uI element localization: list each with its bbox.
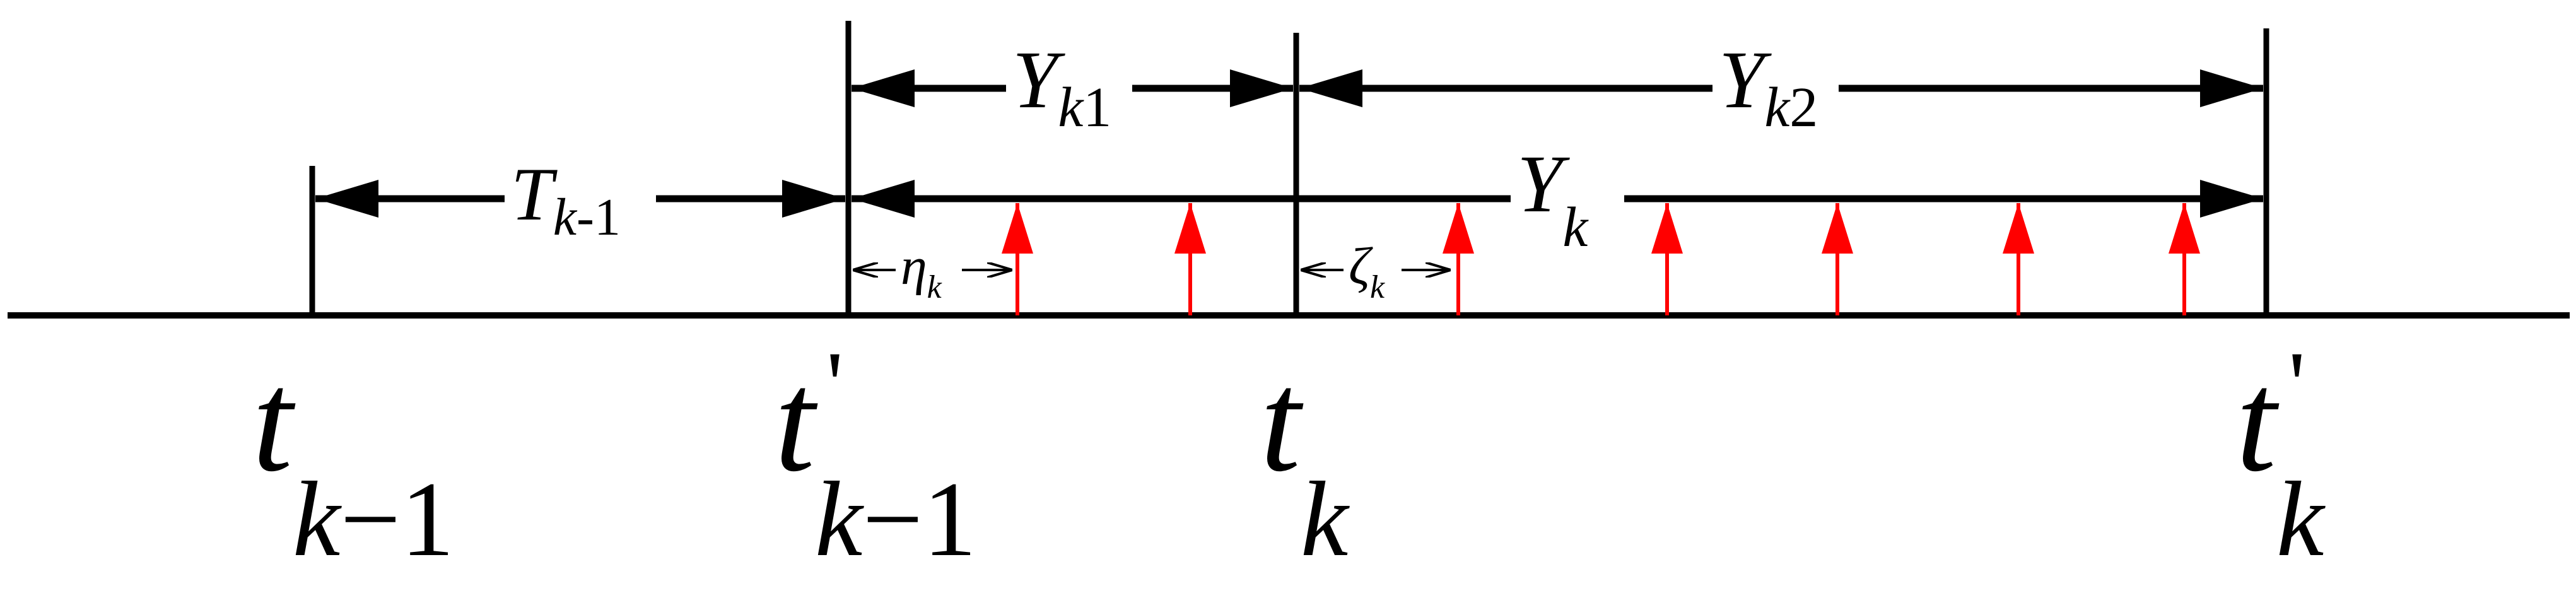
prime-mark-k: ' — [2288, 332, 2305, 437]
tick-label-t-k-1: tk−1 — [252, 341, 454, 578]
label-zeta-k: ζk — [1349, 237, 1385, 305]
tick-label-t-k: tk — [1260, 341, 1350, 578]
label-eta-k: ηk — [901, 237, 942, 305]
label-Y-k1: Yk1 — [1012, 35, 1111, 139]
tick-label-t-prime-k-1: tk−1 — [775, 341, 976, 578]
prime-mark-k-1: ' — [826, 332, 843, 437]
tick-label-t-prime-k: tk — [2236, 341, 2326, 578]
label-Y-k: Yk — [1517, 139, 1589, 259]
label-Y-k2: Yk2 — [1719, 35, 1818, 139]
event-arrows — [1002, 203, 2200, 315]
label-T-k-1: Tk-1 — [511, 152, 621, 247]
